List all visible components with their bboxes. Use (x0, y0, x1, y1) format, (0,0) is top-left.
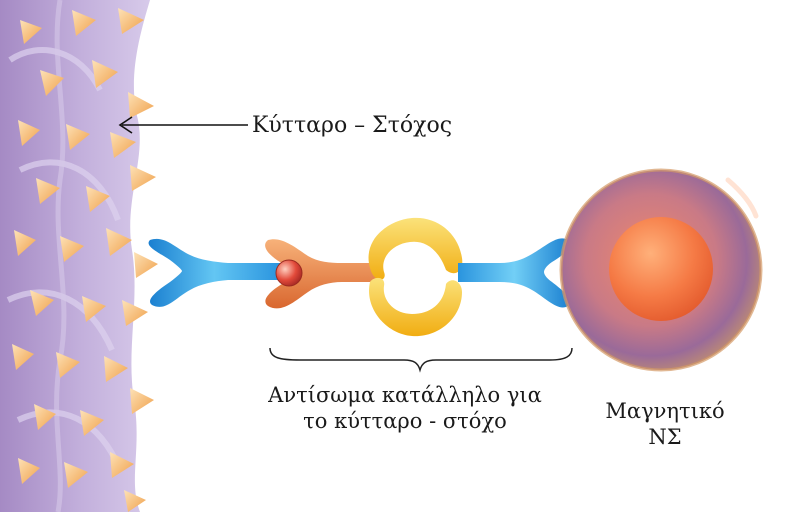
antibody-label-line2: το κύτταρο - στόχο (220, 408, 590, 434)
target-cell-label: Κύτταρο – Στόχος (252, 113, 452, 139)
magnetic-nanoparticle (561, 170, 761, 370)
particle-label-line2: ΝΣ (600, 424, 730, 450)
target-cell (0, 0, 150, 512)
antibody-label-line1: Αντίσωμα κατάλληλο για (220, 382, 590, 408)
antibody-right-fragment (458, 238, 570, 307)
antibody-left-fragment (149, 239, 280, 307)
yellow-linker (369, 218, 463, 336)
particle-label-line1: Μαγνητικό (600, 398, 730, 424)
antibody-brace (270, 348, 572, 370)
particle-label: Μαγνητικό ΝΣ (600, 398, 730, 450)
binding-site-icon (276, 260, 302, 286)
antibody-label: Αντίσωμα κατάλληλο για το κύτταρο - στόχ… (220, 382, 590, 434)
